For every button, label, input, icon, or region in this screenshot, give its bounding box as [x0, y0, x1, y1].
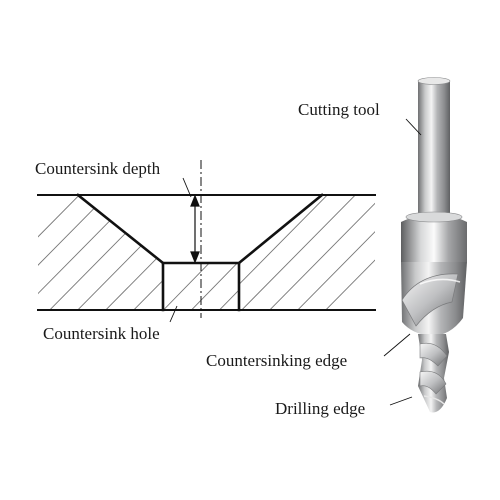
leader-countersinking-edge: [383, 333, 411, 357]
leader-countersink-hole: [169, 305, 178, 323]
label-countersink-depth: Countersink depth: [35, 159, 161, 178]
leader-cutting-tool: [405, 118, 422, 136]
label-countersinking-edge: Countersinking edge: [206, 351, 347, 370]
leader-drilling-edge: [389, 396, 413, 406]
label-countersink-hole: Countersink hole: [43, 324, 160, 343]
section-hatching: [38, 195, 375, 310]
workpiece-outline: [37, 193, 376, 312]
label-drilling-edge: Drilling edge: [275, 399, 365, 418]
leader-countersink-depth: [182, 177, 192, 198]
depth-dimension: [190, 194, 200, 264]
label-cutting-tool: Cutting tool: [298, 100, 380, 119]
countersink-drill-tool: [401, 77, 467, 413]
